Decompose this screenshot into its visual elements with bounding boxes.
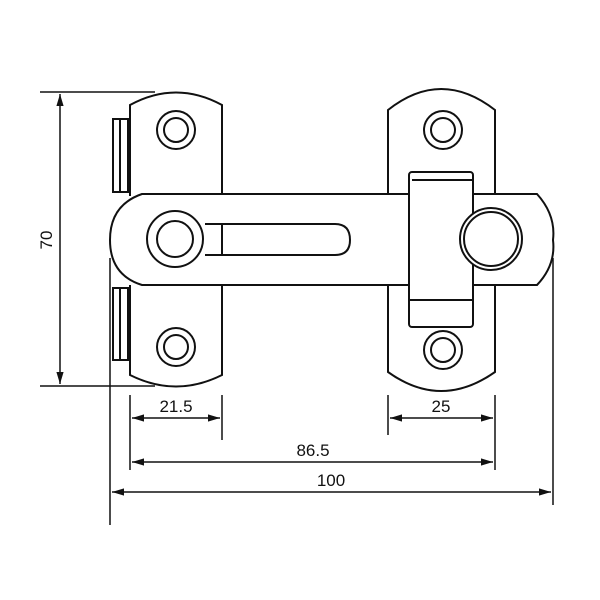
dim-right-plate: 25 xyxy=(432,397,451,416)
pivot-rivet xyxy=(146,210,204,268)
knob xyxy=(459,207,523,271)
dim-left-plate: 21.5 xyxy=(159,397,192,416)
screw-hole xyxy=(423,330,463,370)
left-plate xyxy=(112,91,223,388)
dim-height: 70 xyxy=(37,231,56,250)
dim-overall: 100 xyxy=(317,471,345,490)
screw-hole xyxy=(423,110,463,150)
dimension-lines xyxy=(40,91,554,525)
screw-hole xyxy=(156,327,196,367)
dim-hole-span: 86.5 xyxy=(296,441,329,460)
screw-hole xyxy=(156,110,196,150)
catch xyxy=(408,171,523,328)
